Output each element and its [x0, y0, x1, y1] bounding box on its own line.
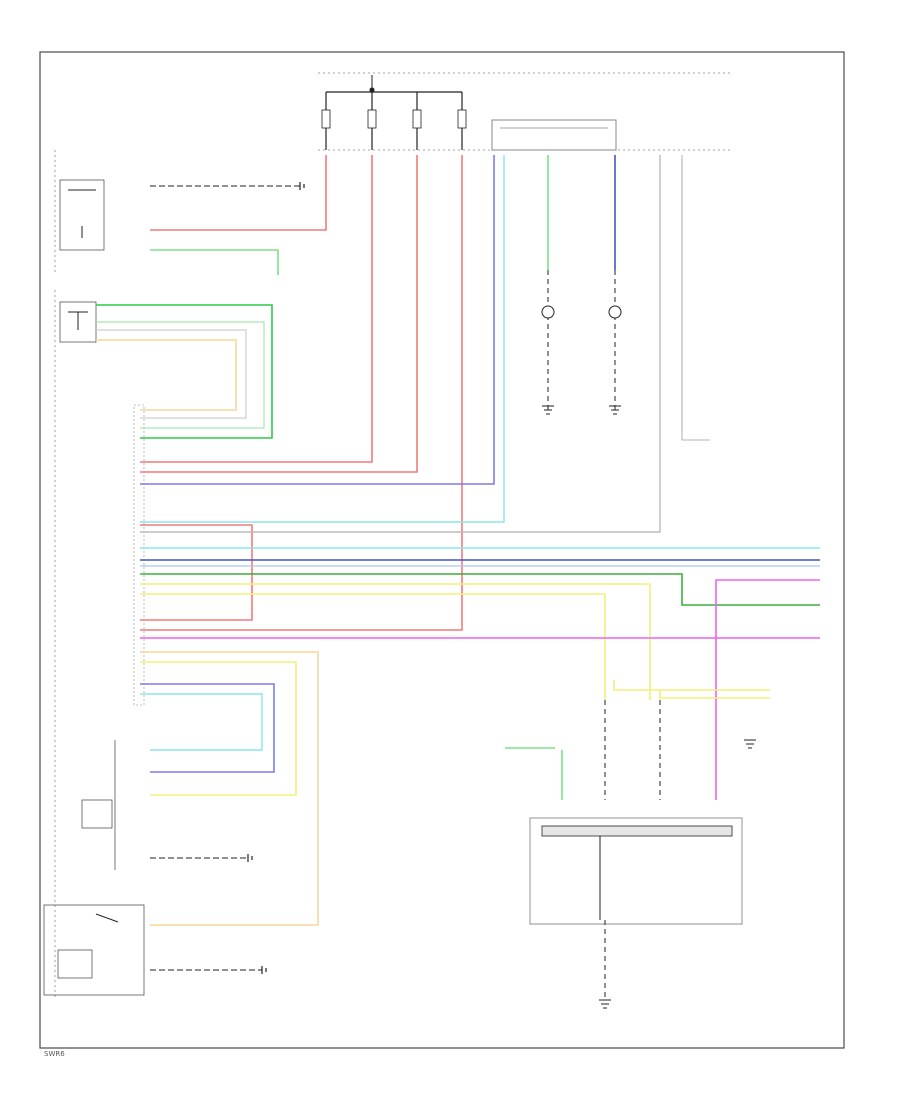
ground-wire-top — [150, 182, 305, 190]
blue-wire-lower — [140, 683, 275, 773]
cyan-wire-lower — [140, 693, 263, 751]
hazard-control-box — [43, 904, 145, 996]
diagram-frame — [39, 51, 845, 1049]
left-bulb — [541, 270, 555, 415]
yellow-long-wire-1 — [140, 583, 651, 700]
turn-switch-box — [59, 179, 105, 251]
orange-wire-lower — [140, 651, 319, 926]
gray-wire-2 — [681, 155, 710, 441]
brake-switch-box — [59, 301, 97, 343]
orange-wire-cluster — [96, 339, 237, 411]
green-wire-cluster — [96, 304, 273, 439]
right-bulb — [608, 270, 622, 415]
lightgreen-wire-cluster — [96, 321, 265, 429]
lower-switch-box — [81, 740, 116, 870]
fuse-block — [321, 75, 467, 150]
lamp-module — [505, 739, 756, 1009]
blue-wires — [140, 155, 505, 523]
relay-box — [491, 119, 617, 151]
gray-wire — [140, 155, 661, 533]
footer-code: SWR6 — [44, 1050, 65, 1058]
ground-wire-lower — [150, 854, 267, 974]
yellow-long-wire-2 — [140, 593, 606, 700]
trailer-wires — [604, 680, 770, 800]
yellow-wire-lower — [140, 661, 297, 796]
cluster-connector — [133, 404, 145, 706]
magenta-wire-down — [715, 579, 820, 800]
green-wire-top — [150, 249, 279, 275]
gray-wire-cluster — [96, 329, 247, 419]
red-wires — [140, 155, 463, 631]
green-long-wire — [140, 573, 820, 606]
